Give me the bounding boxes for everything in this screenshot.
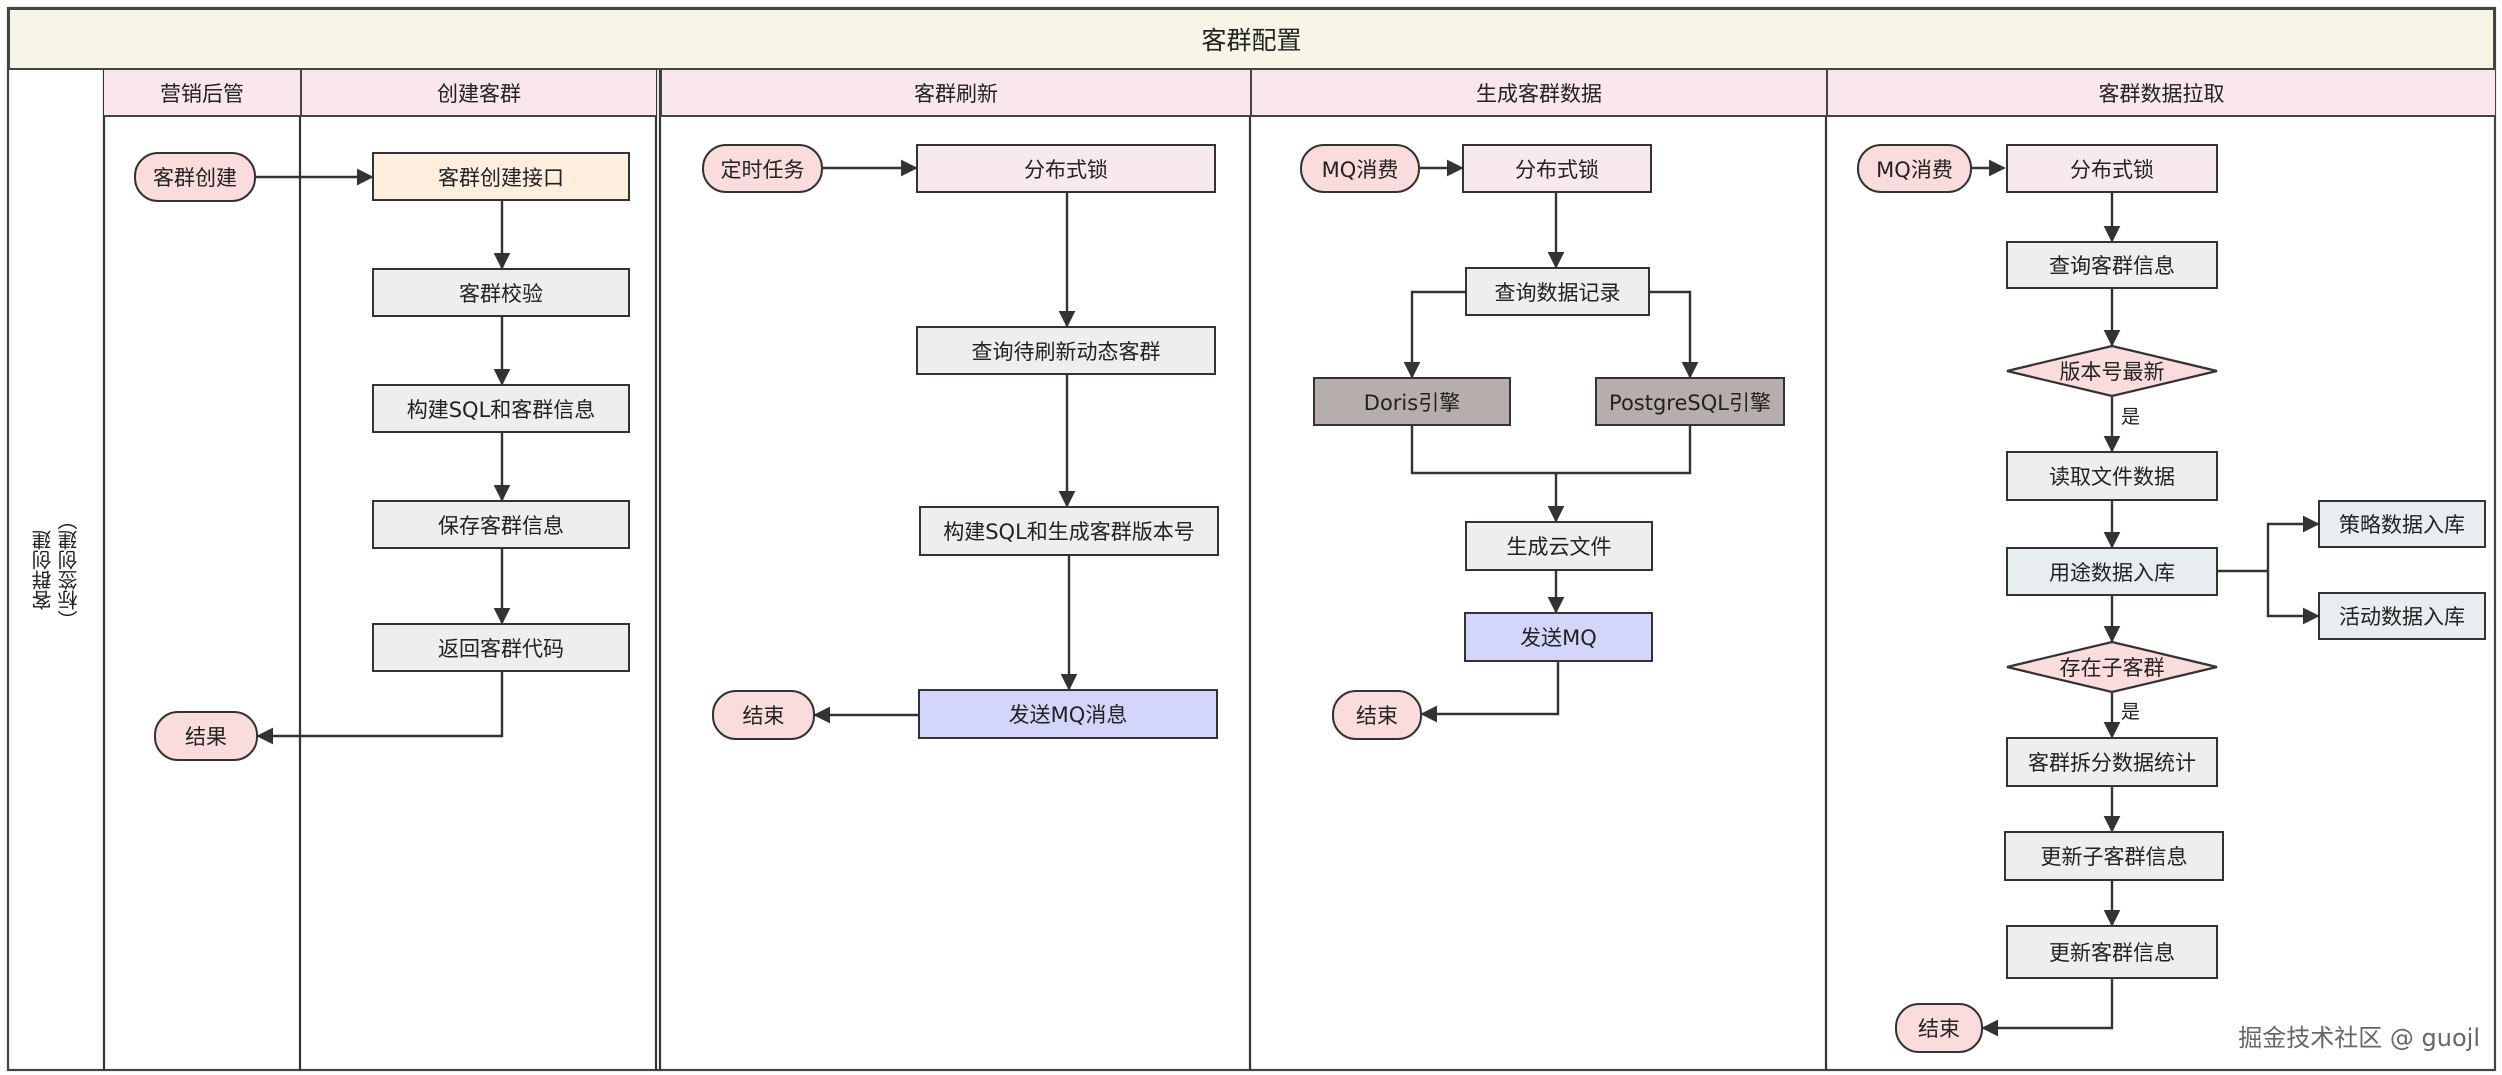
postgres-engine-node: PostgreSQL引擎	[1595, 377, 1785, 426]
lane-header-generate: 生成客群数据	[1250, 70, 1826, 117]
edge-engines-merge	[1410, 426, 1692, 475]
version-latest-decision: 版本号最新	[2007, 346, 2217, 396]
send-mq-msg-node: 发送MQ消息	[918, 689, 1218, 739]
version-yes-label: 是	[2121, 406, 2141, 428]
lock-refresh-node: 分布式锁	[916, 144, 1216, 193]
mq-consume-gen-node: MQ消费	[1300, 144, 1420, 193]
lane-header-refresh: 客群刷新	[660, 70, 1250, 117]
timer-task-node: 定时任务	[702, 144, 823, 193]
has-subgroup-decision: 存在子客群	[2007, 642, 2217, 692]
side-lane-label-line1: 客群创建	[31, 530, 55, 610]
lane-header-marketing: 营销后管	[104, 70, 300, 117]
edge-usage-to-activity	[2266, 571, 2320, 625]
return-code-node: 返回客群代码	[372, 623, 630, 672]
version-latest-label: 版本号最新	[2059, 360, 2165, 384]
end-refresh-node: 结束	[712, 690, 815, 740]
update-group-info-node: 更新客群信息	[2006, 925, 2218, 979]
lock-gen-node: 分布式锁	[1462, 144, 1652, 193]
has-subgroup-label: 存在子客群	[2059, 656, 2165, 680]
edge-records-to-doris	[1403, 290, 1465, 379]
side-lane-label-text: 客群创建 （标签创建）	[30, 510, 82, 630]
usage-store-node: 用途数据入库	[2006, 547, 2218, 596]
lane-header-pull: 客群数据拉取	[1826, 70, 2495, 117]
doris-engine-node: Doris引擎	[1313, 377, 1511, 426]
query-records-node: 查询数据记录	[1465, 267, 1650, 316]
read-file-node: 读取文件数据	[2006, 451, 2218, 501]
mq-consume-pull-node: MQ消费	[1857, 144, 1972, 193]
gen-cloud-file-node: 生成云文件	[1465, 521, 1653, 571]
subgroup-yes-label: 是	[2121, 701, 2141, 723]
create-api-node: 客群创建接口	[372, 152, 630, 201]
build-sql-info-node: 构建SQL和客群信息	[372, 384, 630, 433]
lane-header-create: 创建客群	[300, 70, 656, 117]
update-sub-info-node: 更新子客群信息	[2004, 831, 2224, 881]
send-mq-node: 发送MQ	[1464, 612, 1653, 662]
result-node: 结果	[154, 711, 258, 761]
edge-update-info-to-end	[1981, 979, 2114, 1037]
query-pending-node: 查询待刷新动态客群	[916, 326, 1216, 375]
side-lane-label-line2: （标签创建）	[57, 510, 81, 630]
start-create-node: 客群创建	[134, 152, 256, 202]
query-group-info-node: 查询客群信息	[2006, 241, 2218, 289]
edge-records-to-postgres	[1650, 290, 1699, 379]
watermark: 掘金技术社区 @ guojl	[2238, 1024, 2480, 1052]
split-stats-node: 客群拆分数据统计	[2006, 737, 2218, 787]
validate-node: 客群校验	[372, 268, 630, 317]
activity-store-node: 活动数据入库	[2318, 592, 2486, 640]
end-pull-node: 结束	[1895, 1003, 1983, 1053]
edge-return-to-result	[256, 672, 504, 745]
side-lane-label: 客群创建 （标签创建）	[8, 70, 104, 1070]
edge-sendmq-to-end	[1420, 662, 1560, 723]
lock-pull-node: 分布式锁	[2006, 144, 2218, 193]
end-gen-node: 结束	[1332, 690, 1422, 740]
save-info-node: 保存客群信息	[372, 500, 630, 549]
strategy-store-node: 策略数据入库	[2318, 500, 2486, 548]
edge-usage-to-strategy	[2266, 515, 2320, 571]
build-sql-version-node: 构建SQL和生成客群版本号	[919, 506, 1219, 556]
diagram-title: 客群配置	[8, 8, 2495, 70]
